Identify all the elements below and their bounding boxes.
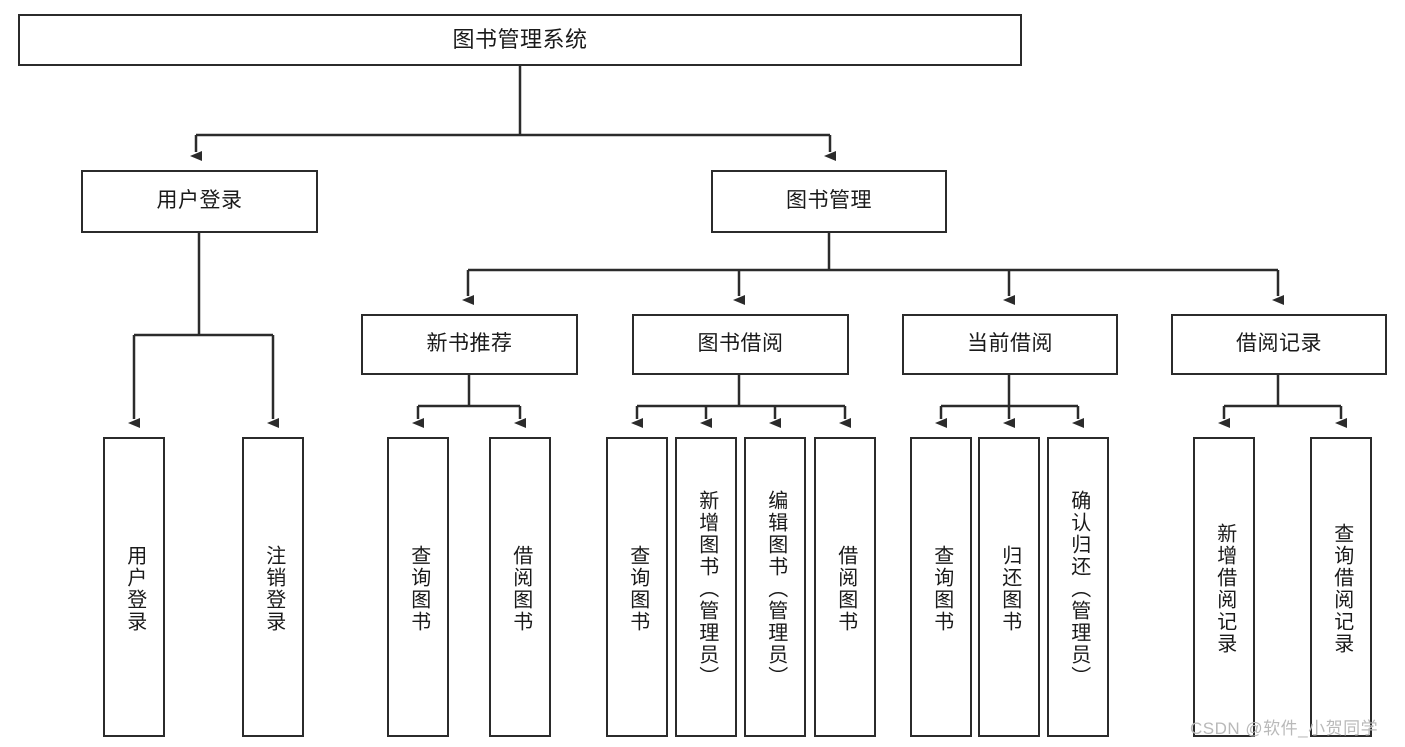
node-leaf-user-login[interactable]: 用户登录 — [103, 437, 165, 737]
node-leaf-query-book-1[interactable]: 查询图书 — [387, 437, 449, 737]
node-label-leaf-borrow-book-2: 借阅图书 — [834, 545, 857, 633]
node-label-leaf-user-login: 用户登录 — [123, 545, 146, 633]
node-label-leaf-query-book-2: 查询图书 — [626, 545, 649, 633]
connector-group-new-book-rec — [412, 375, 526, 428]
node-label-book-borrow: 图书借阅 — [697, 332, 784, 356]
node-label-current-borrow: 当前借阅 — [967, 332, 1053, 356]
node-label-borrow-record: 借阅记录 — [1236, 332, 1322, 356]
node-label-leaf-query-record: 查询借阅记录 — [1330, 523, 1353, 655]
connector-group-user-login — [128, 233, 279, 428]
node-leaf-borrow-book-2[interactable]: 借阅图书 — [814, 437, 876, 737]
node-root-system[interactable]: 图书管理系统 — [18, 14, 1022, 66]
node-new-book-recommend[interactable]: 新书推荐 — [361, 314, 578, 375]
node-user-login[interactable]: 用户登录 — [81, 170, 318, 233]
node-leaf-query-book-2[interactable]: 查询图书 — [606, 437, 668, 737]
connector-group-current-borrow — [935, 375, 1084, 428]
node-leaf-borrow-book-1[interactable]: 借阅图书 — [489, 437, 551, 737]
node-label-leaf-edit-book: 编辑图书（管理员） — [764, 490, 787, 688]
node-leaf-return-book[interactable]: 归还图书 — [978, 437, 1040, 737]
node-current-borrow[interactable]: 当前借阅 — [902, 314, 1118, 375]
node-book-manage[interactable]: 图书管理 — [711, 170, 947, 233]
node-label-new-book-recommend: 新书推荐 — [426, 332, 513, 356]
connector-group-borrow-record — [1218, 375, 1347, 428]
node-label-leaf-borrow-book-1: 借阅图书 — [509, 545, 532, 633]
node-leaf-query-record[interactable]: 查询借阅记录 — [1310, 437, 1372, 737]
csdn-watermark: CSDN @软件_小贺同学 — [1190, 719, 1379, 738]
node-label-root: 图书管理系统 — [452, 27, 588, 53]
node-label-book-manage: 图书管理 — [786, 189, 872, 213]
node-label-leaf-logout: 注销登录 — [262, 545, 285, 633]
node-borrow-record[interactable]: 借阅记录 — [1171, 314, 1387, 375]
node-label-leaf-confirm-return: 确认归还（管理员） — [1067, 490, 1090, 688]
node-label-user-login: 用户登录 — [156, 189, 243, 213]
connector-group-book-borrow — [631, 375, 851, 428]
node-label-leaf-add-book: 新增图书（管理员） — [695, 490, 718, 688]
node-label-leaf-query-book-1: 查询图书 — [407, 545, 430, 633]
node-label-leaf-add-record: 新增借阅记录 — [1213, 523, 1236, 655]
node-label-leaf-query-book-3: 查询图书 — [930, 545, 953, 633]
node-book-borrow[interactable]: 图书借阅 — [632, 314, 849, 375]
connector-group-root — [190, 66, 836, 161]
node-label-leaf-return-book: 归还图书 — [998, 545, 1021, 633]
node-leaf-edit-book[interactable]: 编辑图书（管理员） — [744, 437, 806, 737]
connector-group-book-manage — [462, 233, 1284, 305]
node-leaf-add-record[interactable]: 新增借阅记录 — [1193, 437, 1255, 737]
node-leaf-add-book[interactable]: 新增图书（管理员） — [675, 437, 737, 737]
node-leaf-query-book-3[interactable]: 查询图书 — [910, 437, 972, 737]
node-leaf-confirm-return[interactable]: 确认归还（管理员） — [1047, 437, 1109, 737]
node-leaf-logout[interactable]: 注销登录 — [242, 437, 304, 737]
